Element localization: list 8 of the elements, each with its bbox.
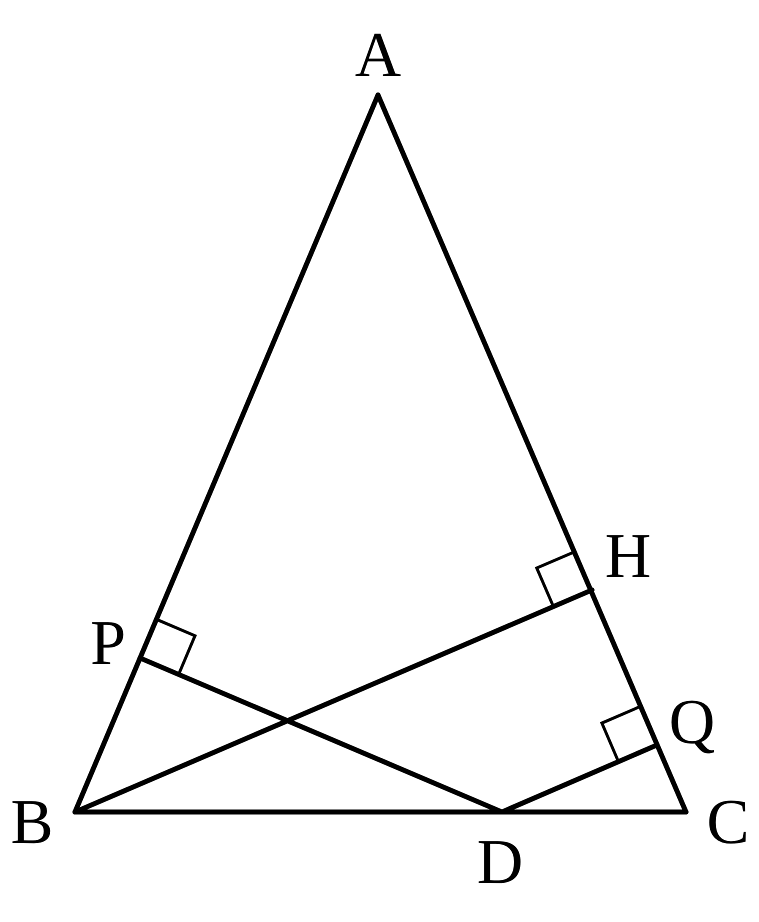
point-label: C (706, 790, 750, 854)
point-label: P (90, 611, 126, 675)
line-segment (72, 588, 594, 814)
point-label: Q (668, 690, 716, 754)
point-label: B (10, 790, 54, 854)
point-label: H (604, 524, 652, 588)
point-label: A (354, 23, 402, 87)
point-label: D (476, 830, 524, 894)
